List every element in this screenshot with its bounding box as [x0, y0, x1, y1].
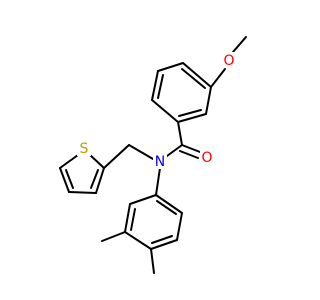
thio-bond-4	[68, 191, 97, 194]
thio-bond-5	[95, 167, 105, 194]
bond-ch2-thiophene	[103, 144, 130, 169]
bond-methyl-meta	[101, 231, 126, 242]
thio-bond-3-inner	[65, 169, 74, 189]
bond-c-o-1	[181, 144, 201, 153]
thio-bond-3	[59, 167, 70, 193]
bond-methyl-o	[232, 36, 247, 53]
oxygen-carbonyl-label: O	[201, 150, 212, 166]
ring-b-bond-5	[176, 212, 183, 241]
bond-n-ch2	[128, 144, 154, 160]
ring-b-bond-2-inner	[130, 208, 136, 231]
ring-b-bond-4	[150, 239, 178, 250]
carbonyl-group	[166, 121, 201, 159]
thio-bond-2	[59, 154, 79, 169]
ring-a-bond-3-inner	[157, 74, 164, 99]
bond-ring-carbonyl	[177, 121, 183, 146]
ring-b-bond-6	[155, 194, 183, 214]
ring-a-bond-1-inner	[181, 68, 206, 89]
ring-a-bond-6	[205, 86, 212, 115]
atom-bg	[200, 149, 214, 165]
ring-a-bond-1	[182, 62, 212, 88]
bond-c-o-2	[179, 150, 199, 159]
atom-labels: O O N S	[77, 52, 236, 170]
thiophene-ring	[59, 154, 105, 194]
ring-a-bond-3	[151, 70, 159, 101]
atom-bg	[222, 52, 236, 68]
ring-b-bond-1	[129, 194, 157, 205]
ring-a-bond-5	[177, 113, 207, 123]
ring-a-bond-2	[157, 62, 184, 72]
molecule-structure-diagram: O O N S	[59, 36, 247, 274]
methoxy-group	[210, 36, 247, 88]
ring-a-bond-4	[151, 99, 179, 123]
atom-bg	[77, 140, 91, 156]
ring-b-bond-2	[124, 203, 131, 233]
ring-b-bond-6-inner	[156, 200, 177, 215]
dimethylphenyl-ring	[101, 167, 183, 274]
thio-bond-5-inner	[90, 169, 99, 189]
methoxyphenyl-ring	[151, 62, 212, 123]
bond-carbonyl-n	[166, 144, 183, 157]
sulfur-thiophene-label: S	[80, 141, 89, 157]
bond-n-ring	[155, 167, 161, 196]
ring-b-bond-4-inner	[151, 235, 173, 244]
bond-methyl-para	[150, 248, 155, 274]
thio-bond-1	[89, 154, 105, 169]
thiophene-methyl-linker	[103, 144, 154, 169]
atom-bg	[153, 153, 167, 169]
bond-o-ring	[210, 68, 226, 88]
ring-a-bond-5-inner	[178, 109, 202, 117]
ring-b-bond-3	[124, 231, 152, 250]
oxygen-methoxy-label: O	[223, 53, 234, 69]
nitrogen-amide-label: N	[155, 154, 165, 170]
